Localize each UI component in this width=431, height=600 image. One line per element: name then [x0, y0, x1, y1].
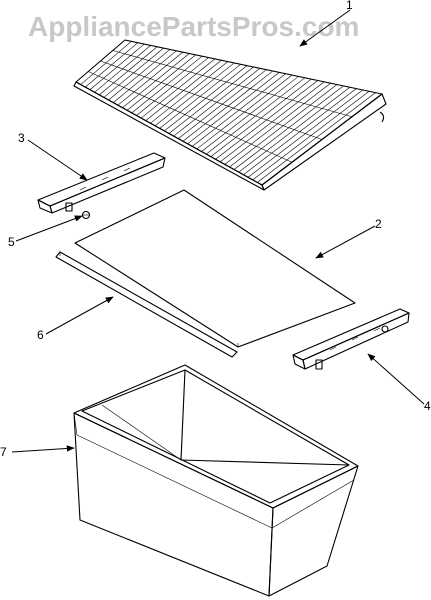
trim-strip [55, 251, 238, 358]
callout-5: 5 [8, 235, 15, 249]
leader-4 [367, 353, 425, 405]
wire-shelf [73, 39, 387, 191]
shelf-wire [112, 50, 353, 118]
callout-7: 7 [0, 445, 7, 459]
callout-6: 6 [37, 328, 44, 342]
shelf-wire [100, 60, 323, 140]
callout-1: 1 [346, 0, 353, 12]
leader-lines [11, 9, 425, 453]
leader-3 [27, 139, 88, 181]
shelf-wire [88, 71, 293, 163]
crisper-drawer [73, 364, 359, 597]
right-support-rail [292, 308, 410, 370]
watermark-text: AppliancePartsPros.com [28, 11, 359, 42]
left-support-rail [37, 152, 166, 214]
leader-5 [15, 215, 83, 242]
leader-6 [45, 296, 114, 335]
callout-3: 3 [18, 131, 25, 145]
leader-7 [11, 445, 75, 453]
glass-panel [74, 189, 356, 348]
callout-4: 4 [424, 399, 431, 413]
leader-2 [315, 225, 376, 259]
leader-1 [299, 9, 351, 47]
callout-2: 2 [375, 217, 382, 231]
screw [81, 210, 91, 220]
